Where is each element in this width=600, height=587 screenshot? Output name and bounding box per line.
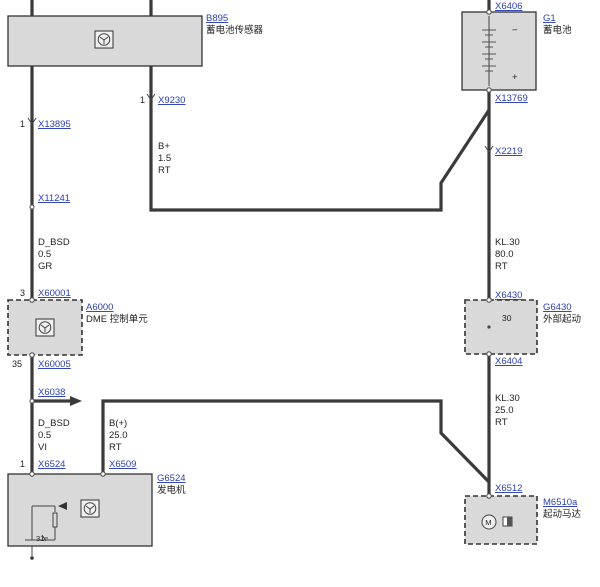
g6430-id-link[interactable]: G6430 <box>543 302 572 313</box>
wire-bplus-color: RT <box>158 165 171 176</box>
connector-point-x6512 <box>486 493 492 499</box>
g1-id-link[interactable]: G1 <box>543 13 556 24</box>
wire-kl30-25-signal: KL.30 <box>495 393 520 404</box>
wire-dbsd-gr-signal: D_BSD <box>38 237 70 248</box>
wire-b-plus <box>149 66 491 212</box>
wire-b-plus-generator <box>101 399 491 484</box>
g6430-box[interactable] <box>464 299 538 355</box>
connector-x6512-link[interactable]: X6512 <box>495 483 522 494</box>
connector-point-x6524 <box>29 471 35 477</box>
wire-bplus-signal: B+ <box>158 141 170 152</box>
m6510a-id-link[interactable]: M6510a <box>543 497 578 508</box>
battery-icon <box>482 16 496 86</box>
g6524-name: 发电机 <box>157 484 186 496</box>
connector-x9230-link[interactable]: X9230 <box>158 95 185 106</box>
battery-plus-label: + <box>512 72 518 83</box>
connector-x6430-link[interactable]: X6430 <box>495 290 522 301</box>
connector-tick-x13895 <box>27 117 37 125</box>
connector-x6509-link[interactable]: X6509 <box>109 459 136 470</box>
connector-point-x6404 <box>486 351 492 357</box>
wire-kl30-25-color: RT <box>495 417 508 428</box>
connector-x2219-link[interactable]: X2219 <box>495 146 522 157</box>
connector-x13769-link[interactable]: X13769 <box>495 93 528 104</box>
m6510a-box[interactable] <box>464 495 538 545</box>
connector-point-x11241 <box>29 204 35 210</box>
ground-pin-label: 31 <box>36 534 44 543</box>
g6524-id-link[interactable]: G6524 <box>157 473 186 484</box>
b895-name: 蓄电池传感器 <box>206 24 264 36</box>
control-unit-icon <box>94 30 114 49</box>
generator-regulator-icon <box>25 502 67 542</box>
wire-kl30-80-signal: KL.30 <box>495 237 520 248</box>
wire-dbsd-gr-size: 0.5 <box>38 249 51 260</box>
wire-kl30-80-color: RT <box>495 261 508 272</box>
connector-x13895-link[interactable]: X13895 <box>38 119 71 130</box>
g1-name: 蓄电池 <box>543 24 572 36</box>
pin-x13895: 1 <box>20 119 25 129</box>
g6430-name: 外部起动 <box>543 313 581 325</box>
junction-point <box>29 398 35 404</box>
connector-point-x60005 <box>29 352 35 358</box>
svg-text:M: M <box>485 518 491 527</box>
connector-tick-x2219 <box>484 145 494 153</box>
connector-x6406-link[interactable]: X6406 <box>495 1 522 12</box>
connector-x11241-link[interactable]: X11241 <box>38 193 70 204</box>
connector-point-x60001 <box>29 297 35 303</box>
connector-x6038-link[interactable]: X6038 <box>38 387 65 398</box>
pin-x9230: 1 <box>140 95 145 105</box>
wire-bplus-size: 1.5 <box>158 153 171 164</box>
wire-dbsd-vi-size: 0.5 <box>38 430 51 441</box>
connector-x6524-link[interactable]: X6524 <box>38 459 65 470</box>
control-unit-icon <box>35 318 55 337</box>
wire-kl30-25-size: 25.0 <box>495 405 514 416</box>
connector-point-x6430 <box>486 297 492 303</box>
m6510a-name: 起动马达 <box>543 508 582 520</box>
pin-x60001: 3 <box>20 288 25 298</box>
wire-dbsd-vi-signal: D_BSD <box>38 418 70 429</box>
pin-x6524: 1 <box>20 459 25 469</box>
b895-id-link[interactable]: B895 <box>206 13 228 24</box>
wire-dbsd-vi-color: VI <box>38 442 47 453</box>
wire-b-plus-25-color: RT <box>109 442 122 453</box>
connector-tick-x9230 <box>146 93 156 101</box>
connector-x6404-link[interactable]: X6404 <box>495 356 522 367</box>
a6000-id-link[interactable]: A6000 <box>86 302 113 313</box>
terminal-dot <box>487 325 491 329</box>
connector-x60005-link[interactable]: X60005 <box>38 359 71 370</box>
pin-x60005: 35 <box>12 359 22 369</box>
g6524-box[interactable] <box>7 473 153 547</box>
arrow-right-icon <box>70 396 82 406</box>
wire-b-plus-25-signal: B(+) <box>109 418 127 429</box>
wire-b-plus-25-size: 25.0 <box>109 430 128 441</box>
wire-kl30-80-size: 80.0 <box>495 249 514 260</box>
a6000-name: DME 控制单元 <box>86 313 148 325</box>
g1-box[interactable] <box>461 11 537 91</box>
connector-x60001-link[interactable]: X60001 <box>38 288 71 299</box>
g6430-inner-label: 30 <box>502 313 512 323</box>
motor-icon: M <box>481 514 513 530</box>
battery-minus-label: − <box>512 25 518 36</box>
connector-point-x6509 <box>100 471 106 477</box>
control-unit-icon <box>80 499 100 518</box>
wire-dbsd-gr-color: GR <box>38 261 52 272</box>
ground-icon <box>30 546 34 560</box>
connector-point-x13769 <box>486 87 492 93</box>
connector-point-x6406 <box>486 9 492 15</box>
